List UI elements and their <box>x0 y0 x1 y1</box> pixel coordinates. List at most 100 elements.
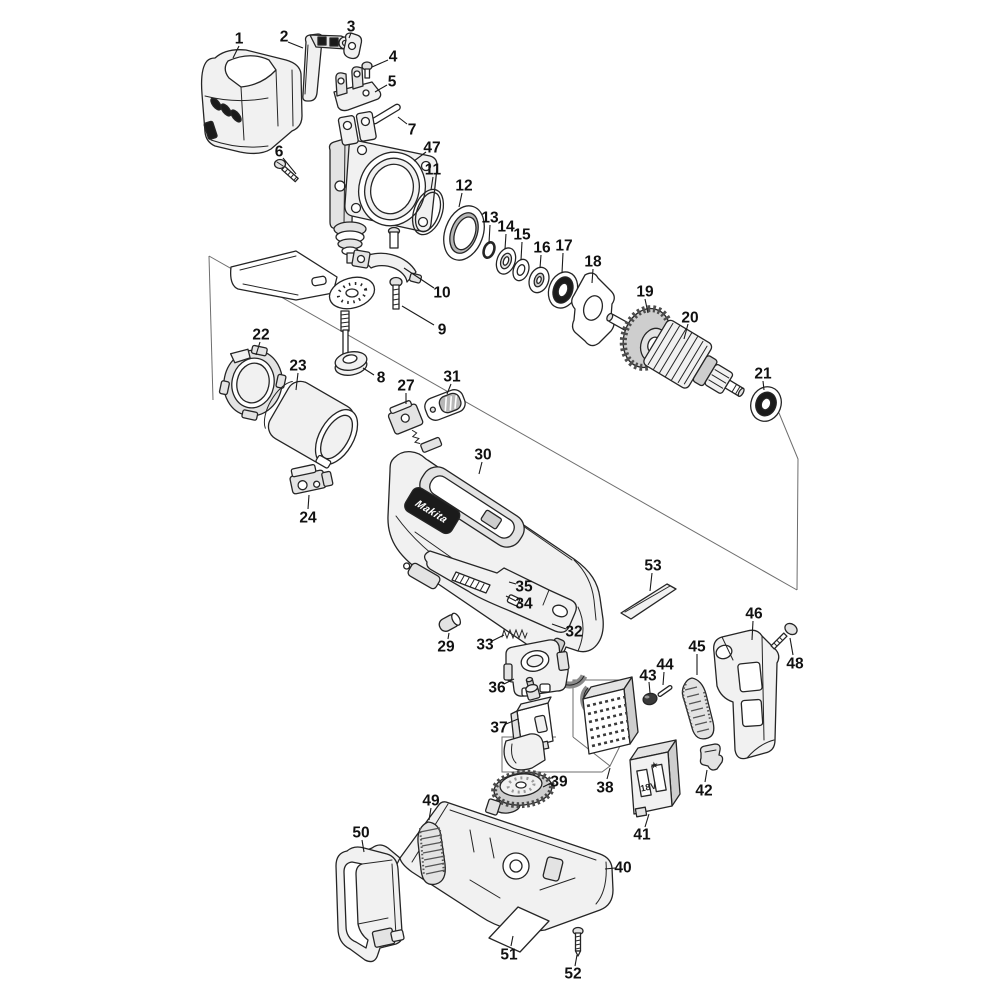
blade-flange <box>328 276 376 310</box>
part-39-speed-dial <box>491 769 555 814</box>
part-6-screw <box>273 158 299 183</box>
callout-number-1: 1 <box>235 30 244 47</box>
leader-line-15 <box>520 241 523 261</box>
leader-line-48 <box>789 637 794 656</box>
callout-number-30: 30 <box>474 446 491 463</box>
part-31-slide-button <box>424 389 466 421</box>
leader-line-38 <box>606 767 611 780</box>
callout-number-22: 22 <box>252 326 269 343</box>
leader-line-24 <box>307 494 310 510</box>
part-1-head-cover <box>200 49 303 155</box>
leader-line-52 <box>574 954 578 967</box>
callout-number-19: 19 <box>636 283 654 300</box>
leader-line-44 <box>662 671 665 686</box>
part-13-ring <box>482 240 496 260</box>
callout-number-29: 29 <box>437 638 455 655</box>
callout-number-32: 32 <box>565 623 582 640</box>
leader-line-53 <box>649 572 653 592</box>
accessory-blade <box>230 250 338 301</box>
part-29-sleeve <box>438 612 462 632</box>
leader-line-30 <box>478 461 483 475</box>
leader-line-8 <box>362 367 375 376</box>
leader-line-51 <box>510 935 514 947</box>
leader-line-12 <box>458 192 463 208</box>
brand-band: Makita <box>404 487 461 535</box>
part-9-screw <box>389 276 403 310</box>
leader-line-21 <box>762 380 765 391</box>
callout-number-23: 23 <box>289 357 307 374</box>
callout-number-52: 52 <box>564 965 581 982</box>
star-mark: ★ <box>650 760 660 771</box>
part-14-bearing <box>495 247 517 275</box>
leader-line-40 <box>604 867 616 870</box>
callout-number-35: 35 <box>515 578 533 595</box>
leader-line-7 <box>397 116 408 125</box>
part-15-washer <box>512 258 530 282</box>
part-36-switch-holder <box>503 639 570 697</box>
callout-number-17: 17 <box>555 237 572 254</box>
callout-number-12: 12 <box>455 177 472 194</box>
part-45-grip-strip <box>681 677 715 740</box>
part-21-ball-bearing <box>750 386 782 422</box>
part-12-bearing-retainer <box>443 205 485 261</box>
part-50-housing-cover <box>335 846 405 963</box>
part-20-armature <box>643 319 745 397</box>
leader-line-33 <box>491 634 505 642</box>
part-46-handle-bracket <box>713 629 780 760</box>
leader-line-14 <box>504 233 507 250</box>
callout-number-4: 4 <box>389 48 398 65</box>
leader-line-43 <box>648 681 651 694</box>
part-37-switch <box>503 676 554 771</box>
logo-patch <box>203 120 218 140</box>
callout-number-34: 34 <box>515 595 533 612</box>
callout-number-40: 40 <box>614 859 631 876</box>
switch-plunger <box>525 676 541 701</box>
callout-number-24: 24 <box>299 509 317 526</box>
callout-number-51: 51 <box>500 946 518 963</box>
part-27-switch-knob <box>387 400 443 453</box>
callout-number-21: 21 <box>754 365 772 382</box>
leader-line-35 <box>508 581 517 585</box>
part-43-cap <box>642 692 658 706</box>
callout-number-20: 20 <box>681 309 698 326</box>
carry-handle-slot <box>419 466 525 548</box>
callout-number-39: 39 <box>550 773 568 790</box>
part-41-terminal-block: ★ 18V <box>629 739 681 818</box>
leader-line-16 <box>539 254 542 269</box>
leader-line-9 <box>401 305 435 326</box>
leader-line-22 <box>255 341 261 356</box>
callout-number-38: 38 <box>596 779 614 796</box>
leader-line-39 <box>542 782 552 788</box>
part-18-baffle-plate <box>571 272 615 347</box>
part-52-screw <box>572 926 584 957</box>
callout-number-15: 15 <box>513 226 531 243</box>
part-11-o-ring <box>411 188 445 236</box>
callout-number-53: 53 <box>644 557 662 574</box>
leader-line-37 <box>505 718 519 725</box>
leader-line-49 <box>428 807 432 821</box>
leader-line-46 <box>751 620 754 641</box>
part-32-lever-arm <box>423 550 577 633</box>
leader-line-42 <box>704 769 708 783</box>
part-7-pin <box>371 103 401 125</box>
part-47-gear-housing <box>328 111 438 264</box>
leader-line-4 <box>371 59 389 68</box>
leader-line-11 <box>430 176 434 191</box>
part-53-strip <box>620 583 677 620</box>
callout-number-41: 41 <box>633 826 651 843</box>
leader-line-19 <box>644 298 649 314</box>
part-24-latch <box>289 463 334 495</box>
spindle-washer-stack <box>333 221 367 264</box>
callout-number-49: 49 <box>422 792 440 809</box>
leader-line-2 <box>287 41 304 49</box>
callout-number-50: 50 <box>352 824 369 841</box>
leader-line-13 <box>488 224 491 244</box>
part-8-bolt <box>334 310 368 376</box>
callout-number-43: 43 <box>639 667 657 684</box>
cover-latch <box>371 927 405 948</box>
callout-number-13: 13 <box>481 209 499 226</box>
part-23-sleeve <box>263 380 359 469</box>
